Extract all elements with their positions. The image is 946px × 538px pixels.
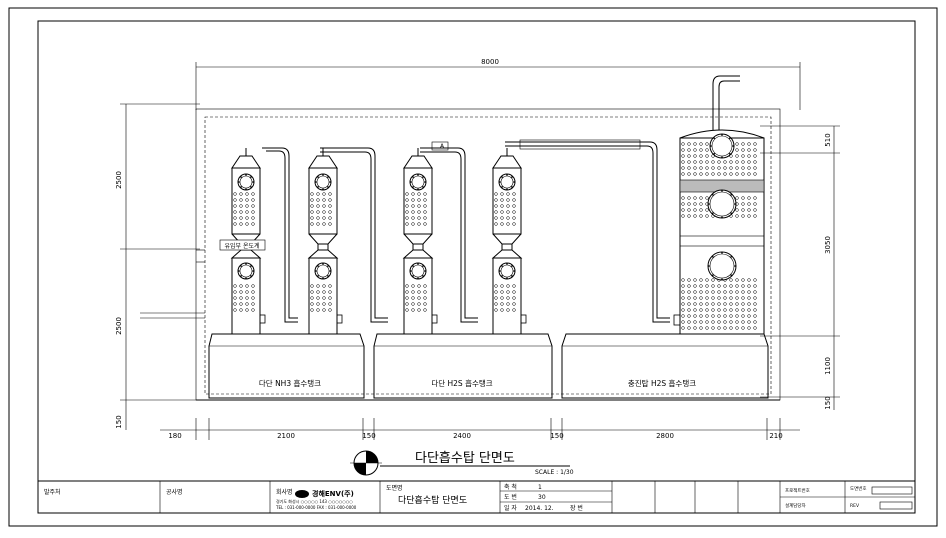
svg-text:2500: 2500: [115, 317, 123, 335]
tank-label-nh3: 다단 NH3 흡수탱크: [259, 378, 321, 388]
tank-label-h2s: 다단 H2S 흡수탱크: [431, 378, 492, 388]
svg-text:3050: 3050: [824, 236, 832, 254]
svg-text:1: 1: [538, 484, 542, 491]
svg-text:다단흡수탑 단면도: 다단흡수탑 단면도: [398, 494, 467, 506]
piping: A: [140, 75, 740, 323]
room-inner: [204, 116, 772, 395]
svg-text:REV: REV: [850, 503, 860, 509]
svg-text:2400: 2400: [453, 432, 471, 440]
drawing-scale: SCALE : 1/30: [535, 469, 574, 476]
svg-text:회사명: 회사명: [276, 488, 293, 496]
svg-text:도면번호: 도면번호: [850, 485, 867, 492]
svg-text:설계담당자: 설계담당자: [785, 502, 807, 509]
packed-tower: [673, 129, 765, 335]
left-dimension: 2500 2500 150: [115, 103, 200, 430]
svg-text:180: 180: [168, 432, 181, 440]
svg-text:1100: 1100: [824, 357, 832, 375]
svg-text:축 척: 축 척: [504, 483, 517, 491]
inlet-label: 유입부 온도계: [224, 242, 259, 250]
tank-h2s: 다단 H2S 흡수탱크: [373, 333, 553, 399]
svg-text:150: 150: [115, 415, 123, 428]
absorber-tower-4: [491, 148, 527, 335]
svg-text:공사명: 공사명: [166, 488, 183, 496]
svg-text:2500: 2500: [115, 171, 123, 189]
svg-text:2100: 2100: [277, 432, 295, 440]
svg-text:510: 510: [824, 133, 832, 146]
absorber-tower-2: [307, 148, 343, 335]
svg-text:150: 150: [550, 432, 563, 440]
outer-border: [8, 7, 938, 527]
company-logo: 경해ENV(주): [295, 489, 354, 498]
svg-text:30: 30: [538, 494, 546, 501]
svg-text:경기도 화성시 ○○○○○ 143 ○○○○○○○: 경기도 화성시 ○○○○○ 143 ○○○○○○○: [276, 498, 353, 504]
tank-packed-h2s: 충진탑 H2S 흡수탱크: [561, 333, 769, 399]
drawing-title-group: 다단흡수탑 단면도 SCALE : 1/30: [350, 450, 574, 476]
absorber-tower-1: [230, 148, 266, 335]
svg-text:도 번: 도 번: [504, 493, 517, 501]
dim-total-width: 8000: [481, 58, 499, 66]
svg-text:210: 210: [769, 432, 782, 440]
svg-text:2800: 2800: [656, 432, 674, 440]
svg-text:일 자: 일 자: [504, 504, 517, 512]
svg-text:프로젝트번호: 프로젝트번호: [785, 487, 810, 494]
right-dimension: 510 3050 1100 150: [760, 125, 840, 410]
top-dimension: 8000: [195, 58, 801, 110]
absorber-tower-3: [402, 148, 438, 335]
svg-text:장 번: 장 번: [570, 504, 583, 512]
absorber-towers: [230, 129, 765, 335]
inlet-annotation: 유입부 온도계: [196, 239, 266, 263]
tank-label-packed: 충진탑 H2S 흡수탱크: [628, 378, 696, 388]
svg-text:150: 150: [362, 432, 375, 440]
svg-text:경해ENV(주): 경해ENV(주): [312, 489, 354, 498]
svg-text:TEL : 031-000-0000 FAX : 031-0: TEL : 031-000-0000 FAX : 031-000-0000: [275, 505, 357, 510]
drawing-title: 다단흡수탑 단면도: [415, 451, 515, 466]
svg-text:도면명: 도면명: [386, 484, 403, 492]
svg-text:발주처: 발주처: [44, 488, 61, 496]
tank-nh3: 다단 NH3 흡수탱크: [208, 333, 365, 399]
title-block: 발주처 공사명 회사명 경해ENV(주) 경기도 화성시 ○○○○○ 143 ○…: [37, 480, 916, 514]
svg-text:2014. 12.: 2014. 12.: [525, 505, 554, 512]
svg-text:150: 150: [824, 396, 832, 409]
bottom-dimension: 180 2100 150 2400 150 2800 210: [160, 418, 800, 440]
svg-text:A: A: [440, 143, 445, 150]
